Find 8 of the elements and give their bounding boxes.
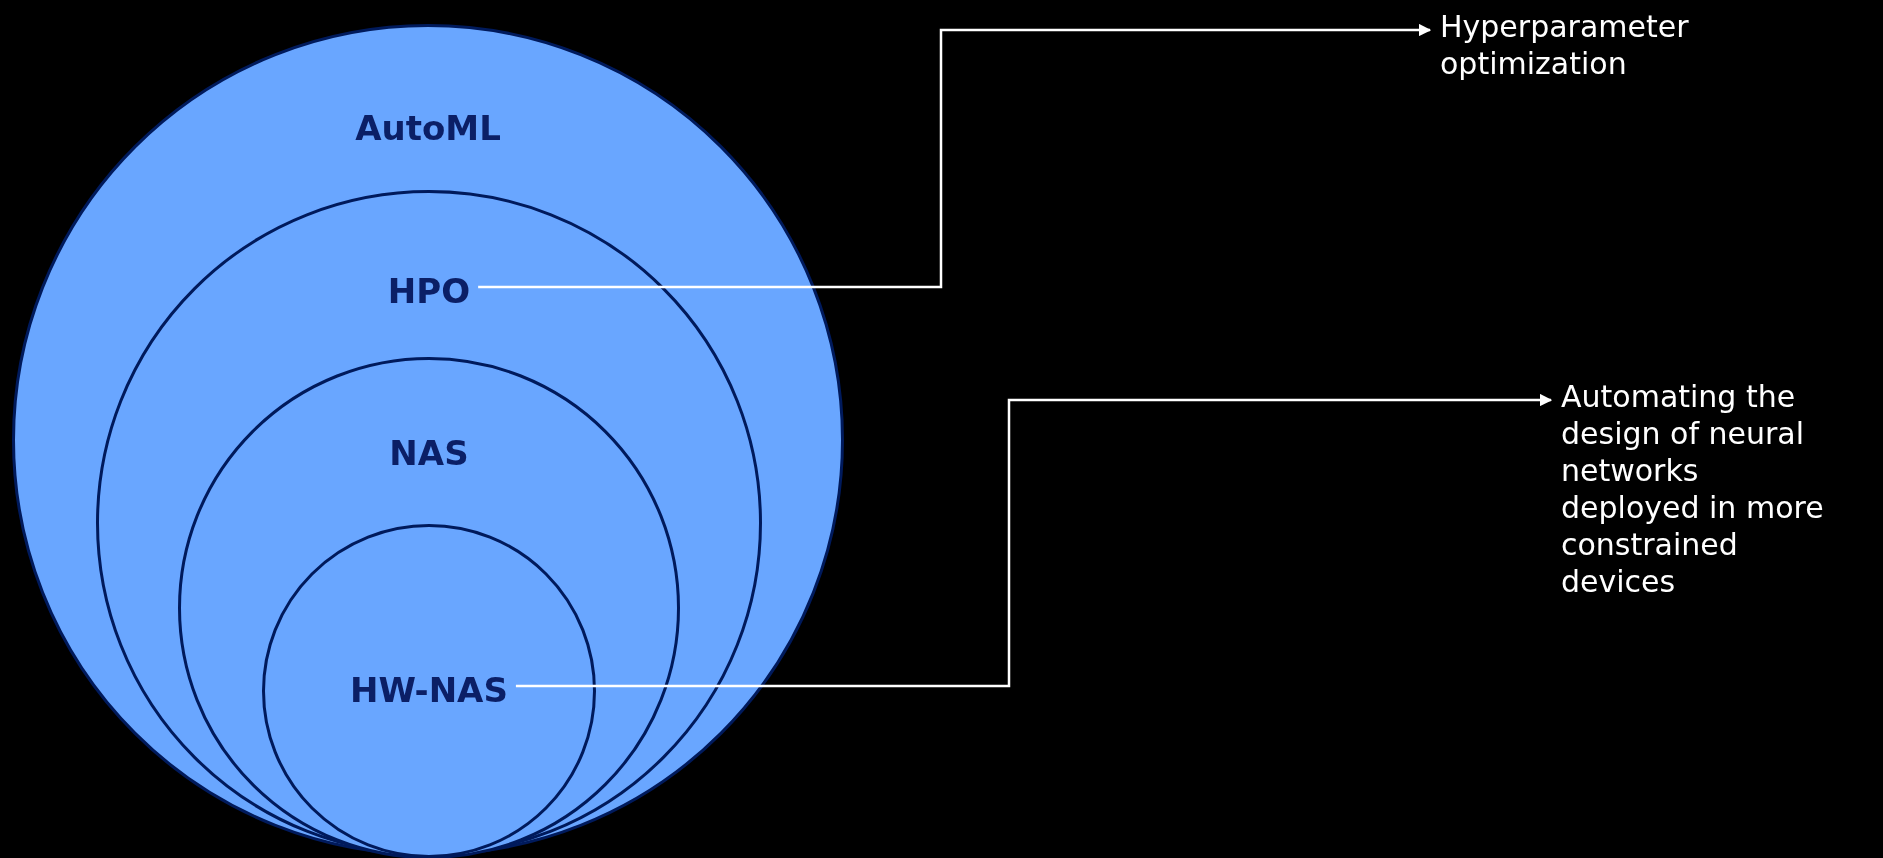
circle-label: AutoML: [355, 108, 501, 148]
circle-label: HPO: [387, 271, 471, 311]
description-text: Hyperparameter optimization: [1440, 8, 1740, 82]
circle-label: HW-NAS: [350, 670, 508, 710]
arrow: [515, 393, 1553, 688]
circle-label: NAS: [389, 433, 469, 473]
description-text: Automating the design of neural networks deployed in more constrained devices: [1561, 378, 1836, 600]
arrow: [478, 23, 1432, 289]
